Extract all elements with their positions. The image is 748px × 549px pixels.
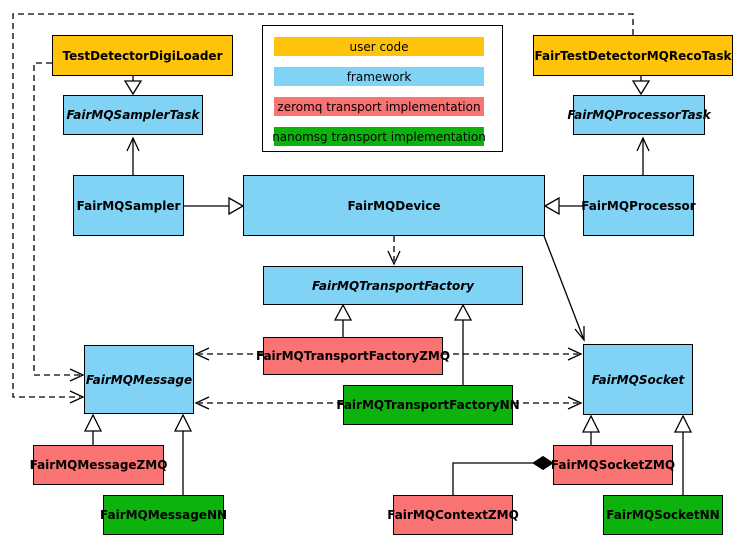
class-box-fairmqsampler: FairMQSampler [73,175,184,236]
class-box-fairmqtransportfactorynn: FairMQTransportFactoryNN [336,385,520,425]
class-box-fairtestdetectormqrecotask: FairTestDetectorMQRecoTask [533,35,733,76]
class-box-fairmqdevice: FairMQDevice [243,175,545,236]
dependency-digiloader-to-message [33,62,85,382]
legend-label: zeromq transport implementation [277,99,481,114]
dependency-transportfactoryzmq-to-socket [443,347,583,361]
class-box-fairmqprocessor: FairMQProcessor [581,175,696,236]
inheritance-transportfactoryzmq-to-transportfactory [333,303,353,337]
class-box-fairmqsocket: FairMQSocket [583,344,693,415]
class-box-fairmqtransportfactoryzmq: FairMQTransportFactoryZMQ [256,337,450,375]
composition-socketzmq-contextzmq [452,455,554,495]
legend-item-zeromq: zeromq transport implementation [274,97,484,116]
dependency-recotask-to-message [12,13,634,404]
class-box-fairmqmessagenn: FairMQMessageNN [99,495,228,535]
dependency-transportfactorynn-to-message [194,396,343,410]
class-label: FairMQMessageZMQ [29,458,168,472]
class-label: FairTestDetectorMQRecoTask [534,48,732,63]
class-label: FairMQSocketNN [606,508,720,522]
class-label: FairMQTransportFactoryNN [336,398,520,412]
dependency-transportfactorynn-to-socket [513,396,583,410]
class-box-fairmqmessage: FairMQMessage [84,345,194,414]
class-label: FairMQProcessor [581,198,696,213]
legend-label: framework [346,69,412,84]
legend-item-nanomsg: nanomsg transport implementation [272,127,486,146]
association-processor-to-processortask [636,136,650,175]
class-label: FairMQMessageNN [99,508,228,522]
class-box-fairmqtransportfactory: FairMQTransportFactory [263,266,523,305]
class-label: TestDetectorDigiLoader [62,48,223,63]
class-box-testdetectordigiloader: TestDetectorDigiLoader [52,35,233,76]
inheritance-recotask-to-processortask [631,76,651,96]
legend-label: nanomsg transport implementation [272,129,486,144]
dependency-device-to-transportfactory [387,236,401,266]
class-box-fairmqcontextzmq: FairMQContextZMQ [387,495,519,535]
class-box-fairmqprocessortask: FairMQProcessorTask [567,95,711,135]
class-label: FairMQSocket [591,372,685,387]
inheritance-messagezmq-to-message [83,413,103,445]
inheritance-processor-to-device [543,196,583,216]
class-label: FairMQSampler [76,198,181,213]
association-sampler-to-samplertask [126,136,140,175]
legend-item-user-code: user code [274,37,484,56]
class-box-fairmqsamplertask: FairMQSamplerTask [63,95,203,135]
dependency-transportfactoryzmq-to-message [194,347,263,361]
class-label: FairMQSamplerTask [66,108,200,122]
legend: user code framework zeromq transport imp… [262,25,503,152]
inheritance-sampler-to-device [184,196,245,216]
class-box-fairmqmessagezmq: FairMQMessageZMQ [30,445,167,485]
inheritance-digiloader-to-samplertask [123,76,143,96]
class-box-fairmqsocketzmq: FairMQSocketZMQ [550,445,676,485]
inheritance-transportfactorynn-to-transportfactory [453,303,473,385]
legend-label: user code [349,39,409,54]
class-label: FairMQContextZMQ [387,508,519,522]
inheritance-socketnn-to-socket [673,414,693,495]
class-label: FairMQTransportFactoryZMQ [255,349,451,363]
class-label: FairMQMessage [85,372,193,387]
association-device-to-socket [543,235,585,342]
class-label: FairMQSocketZMQ [550,458,676,472]
inheritance-messagenn-to-message [173,413,193,495]
class-label: FairMQTransportFactory [312,278,474,293]
legend-item-framework: framework [274,67,484,86]
class-box-fairmqsocketnn: FairMQSocketNN [603,495,723,535]
class-label: FairMQDevice [347,198,441,213]
inheritance-socketzmq-to-socket [581,414,601,445]
class-label: FairMQProcessorTask [567,108,711,122]
